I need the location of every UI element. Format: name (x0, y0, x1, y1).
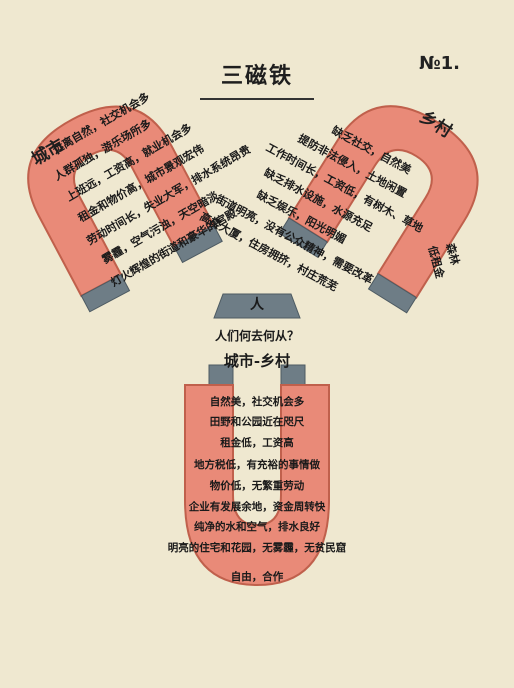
town-country-line: 自然美，社交机会多 (209, 396, 305, 408)
town-country-label: 城市-乡村 (223, 352, 291, 370)
people-question: 人们何去何从？ (214, 329, 299, 343)
town-country-line: 田野和公园近在咫尺 (209, 416, 305, 428)
town-country-magnet-shape (184, 364, 330, 587)
town-country-line: 纯净的水和空气，排水良好 (194, 521, 320, 533)
title-underline (200, 98, 314, 100)
town-country-line: 明亮的住宅和花园，无雾霾，无贫民窟 (167, 542, 347, 554)
country-magnet-shape (278, 105, 479, 314)
plate-number: №1. (418, 53, 460, 74)
town-country-line: 租金低，工资高 (220, 437, 294, 449)
town-country-line: 自由，合作 (230, 571, 284, 583)
people-label: 人 (250, 297, 264, 313)
people-block-shape (213, 293, 301, 319)
town-country-line: 地方税低，有充裕的事情做 (194, 459, 320, 471)
town-country-line: 企业有发展余地，资金周转快 (188, 501, 326, 513)
page-title: 三磁铁 (220, 63, 293, 89)
town-country-line: 物价低，无繁重劳动 (209, 480, 305, 492)
town-magnet-shape (27, 105, 223, 313)
